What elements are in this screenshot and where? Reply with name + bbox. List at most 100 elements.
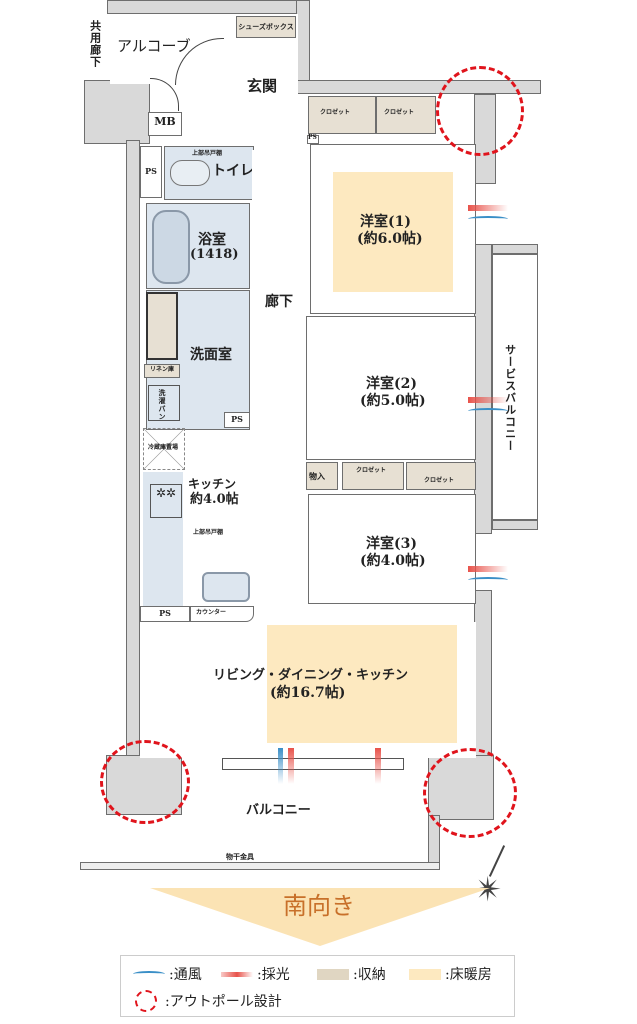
sink — [202, 572, 250, 602]
laundry-pan-label: 洗濯パン — [158, 389, 168, 421]
legend-daylight: :採光 — [257, 967, 290, 983]
east-wall-mid — [474, 244, 492, 534]
entrance-label: 玄関 — [247, 77, 278, 95]
toilet-label: トイレ — [212, 163, 254, 179]
mb-box — [148, 112, 182, 136]
kitchen-counter-area — [143, 472, 183, 606]
floor-heating-room1 — [333, 172, 453, 292]
fridge-label: 冷蔵庫置場 — [147, 444, 178, 451]
toilet-cabinet-label: 上部吊戸棚 — [192, 150, 223, 157]
storage-room — [306, 462, 338, 490]
closet-b-label: クロゼット — [384, 109, 415, 116]
floor-heating-swatch — [409, 968, 441, 980]
ps-small-label: PS — [308, 134, 317, 141]
ldk-size-label: (約16.7帖) — [270, 685, 346, 701]
ventilation-icon — [278, 748, 283, 784]
ventilation-icon — [468, 408, 508, 414]
toilet-fixture — [170, 160, 210, 186]
ps-small — [307, 135, 319, 144]
east-wall-lower — [474, 590, 492, 760]
western1-label: 洋室(1) — [360, 214, 411, 230]
hallway — [252, 150, 304, 480]
western1-size-label: (約6.0帖) — [357, 231, 423, 247]
south-label: 南向き — [283, 892, 355, 920]
bath-size-label: (1418) — [190, 247, 239, 262]
floor-heating-ldk — [267, 625, 457, 743]
kitchen-size-label: 約4.0帖 — [190, 492, 239, 507]
corridor-label: 共用廊下 — [88, 20, 102, 68]
kitchen-label: キッチン — [188, 477, 237, 491]
outpole-circle-sw — [100, 740, 190, 824]
drying-hardware-label: 物干金具 — [226, 852, 254, 861]
bath-label: 浴室 — [198, 232, 226, 248]
daylight-swatch — [221, 971, 253, 977]
storage-swatch — [317, 968, 349, 980]
outpole-circle-se — [423, 748, 517, 838]
daylight-icon — [375, 748, 381, 784]
ps-top — [140, 146, 162, 198]
western-room-3 — [308, 494, 476, 604]
ldk-label: リビング・ダイニング・キッチン — [213, 668, 409, 683]
ps-kitchen — [140, 606, 190, 622]
closet-c-label: クロゼット — [356, 467, 387, 474]
corridor-wall-top — [107, 0, 299, 14]
service-balcony-label: サービスバルコニー — [503, 344, 517, 452]
western2-label: 洋室(2) — [366, 376, 417, 392]
alcove-label: アルコーブ — [117, 37, 191, 55]
closet-d-label: クロゼット — [424, 477, 455, 484]
ventilation-icon — [468, 577, 508, 583]
outpole-swatch-icon — [135, 990, 157, 1012]
counter-label: カウンター — [196, 609, 227, 616]
daylight-icon — [468, 566, 508, 572]
kitchen-cabinet-label: 上部吊戸棚 — [193, 529, 224, 536]
closet-d — [406, 462, 476, 490]
ps-top-label: PS — [145, 166, 157, 176]
western3-label: 洋室(3) — [366, 536, 417, 552]
linen-label: リネン庫 — [149, 366, 174, 373]
hallway-label: 廊下 — [265, 294, 293, 310]
outpole-circle-ne — [436, 66, 524, 156]
stove: ✲✲ — [150, 484, 182, 518]
south-banner — [150, 888, 490, 946]
balcony-rail — [80, 862, 440, 870]
daylight-icon — [468, 397, 508, 403]
mb-block-wall — [84, 80, 150, 144]
balcony-label: バルコニー — [246, 803, 311, 818]
service-balcony-bottom — [492, 520, 538, 530]
ldk-window — [222, 758, 404, 770]
bathtub — [152, 210, 190, 284]
ps-kitchen-label: PS — [159, 608, 171, 618]
western2-size-label: (約5.0帖) — [360, 393, 426, 409]
closet-a-label: クロゼット — [320, 109, 351, 116]
western3-size-label: (約4.0帖) — [360, 553, 426, 569]
legend: :通風 :採光 :収納 :床暖房 :アウトポール設計 — [120, 955, 515, 1017]
fridge-space — [143, 428, 185, 470]
laundry-pan — [148, 385, 180, 421]
storage-label: 物入 — [309, 471, 325, 481]
service-balcony-top — [492, 244, 538, 254]
ps-wash — [224, 412, 250, 428]
legend-ventilation: :通風 — [169, 967, 202, 983]
closet-a — [308, 96, 376, 134]
closet-c — [342, 462, 404, 490]
corridor-area — [80, 14, 110, 80]
legend-storage: :収納 — [353, 967, 386, 983]
shoe-box — [236, 16, 296, 38]
ventilation-icon — [468, 216, 508, 222]
service-balcony — [492, 254, 538, 520]
daylight-icon — [468, 205, 508, 211]
washroom-label: 洗面室 — [190, 347, 232, 363]
closet-b — [376, 96, 436, 134]
western-room-2 — [306, 316, 476, 460]
ventilation-swatch — [133, 971, 165, 977]
entrance-right-wall — [296, 0, 310, 88]
linen-closet — [144, 364, 180, 378]
daylight-icon — [288, 748, 294, 784]
mb-label: MB — [154, 115, 176, 128]
legend-outpole: :アウトポール設計 — [165, 994, 282, 1010]
legend-floor-heating: :床暖房 — [445, 967, 492, 983]
shoe-box-label: シューズボックス — [238, 22, 294, 31]
ps-wash-label: PS — [231, 414, 243, 424]
vanity — [146, 292, 178, 360]
west-wall — [126, 140, 140, 790]
